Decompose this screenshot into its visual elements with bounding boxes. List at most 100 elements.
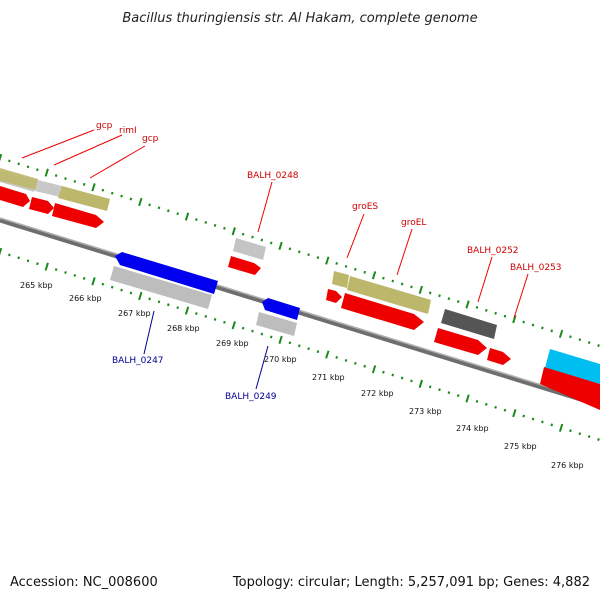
kbp-label: 266 kbp <box>69 294 102 303</box>
gene-label-BALH_0247: BALH_0247 <box>112 356 164 366</box>
kbp-label: 270 kbp <box>264 355 297 364</box>
minor-tick <box>428 291 432 295</box>
minor-tick <box>410 379 413 383</box>
major-tick <box>44 262 49 271</box>
minor-tick <box>64 177 67 180</box>
minor-tick <box>354 267 357 271</box>
gene-label-gcp: gcp <box>96 121 113 131</box>
major-tick <box>0 247 3 256</box>
minor-tick <box>587 341 591 345</box>
major-tick <box>91 183 96 192</box>
minor-tick <box>391 279 395 283</box>
minor-tick <box>503 314 507 318</box>
topology-text: Topology: circular; Length: 5,257,091 bp… <box>232 575 590 590</box>
genome-backbone-highlight <box>0 217 600 404</box>
minor-tick <box>354 361 357 365</box>
cds-arrow <box>487 348 511 365</box>
minor-tick <box>400 376 404 380</box>
major-tick <box>512 409 517 418</box>
gene-block-grey <box>110 266 212 309</box>
minor-tick <box>17 162 21 166</box>
major-tick <box>371 271 377 280</box>
minor-tick <box>195 218 198 221</box>
forward-features <box>0 168 600 410</box>
kbp-label: 267 kbp <box>118 309 151 318</box>
minor-tick <box>82 182 86 186</box>
minor-tick <box>522 414 526 418</box>
minor-tick <box>129 291 133 295</box>
minor-tick <box>316 256 320 260</box>
major-tick <box>465 300 470 309</box>
minor-tick <box>251 235 254 239</box>
gene-block-grey <box>256 312 297 336</box>
cds-arrow-reverse <box>262 298 300 320</box>
minor-tick <box>269 335 273 339</box>
cds-arrow <box>326 289 342 303</box>
cds-arrow <box>341 293 424 330</box>
minor-tick <box>550 423 554 427</box>
minor-tick <box>447 297 451 301</box>
minor-tick <box>363 270 367 274</box>
minor-tick <box>578 432 582 436</box>
minor-tick <box>36 262 39 266</box>
kbp-label: 276 kbp <box>551 461 584 470</box>
minor-tick <box>54 268 58 272</box>
minor-tick <box>204 221 208 224</box>
kbp-label: 274 kbp <box>456 424 489 433</box>
minor-tick <box>251 329 254 333</box>
minor-tick <box>484 402 488 406</box>
kbp-label: 271 kbp <box>312 373 345 382</box>
minor-tick <box>120 288 123 292</box>
minor-tick <box>176 212 179 216</box>
minor-tick <box>335 356 338 359</box>
major-tick <box>325 256 330 265</box>
minor-tick <box>17 256 21 260</box>
gene-block-olive <box>347 276 431 314</box>
minor-tick <box>307 347 310 351</box>
minor-tick <box>297 344 301 348</box>
minor-tick <box>307 253 310 257</box>
minor-tick <box>428 385 432 389</box>
minor-tick <box>475 399 479 403</box>
minor-tick <box>597 438 600 441</box>
minor-tick <box>64 271 67 274</box>
minor-tick <box>204 315 208 318</box>
minor-tick <box>335 262 338 265</box>
minor-tick <box>316 350 320 354</box>
minor-tick <box>26 259 30 263</box>
minor-tick <box>391 373 395 377</box>
kbp-label: 269 kbp <box>216 339 249 348</box>
minor-tick <box>36 168 39 172</box>
minor-tick <box>129 197 133 201</box>
minor-tick <box>241 232 245 236</box>
minor-tick <box>288 341 292 345</box>
minor-tick <box>456 300 460 304</box>
major-tick <box>44 168 49 177</box>
minor-tick <box>410 285 413 289</box>
minor-tick <box>447 391 451 395</box>
minor-tick <box>148 297 151 301</box>
major-tick <box>558 423 564 432</box>
minor-tick <box>363 364 367 368</box>
minor-tick <box>223 320 226 324</box>
minor-tick <box>54 174 58 178</box>
kbp-label: 273 kbp <box>409 407 442 416</box>
cds-arrow <box>434 328 487 355</box>
minor-tick <box>269 241 273 245</box>
gene-block-cyan <box>545 349 600 384</box>
major-tick <box>371 365 377 374</box>
minor-tick <box>167 303 170 307</box>
kbp-label: 268 kbp <box>167 324 200 333</box>
major-tick <box>465 394 470 403</box>
minor-tick <box>587 435 591 439</box>
minor-tick <box>176 306 179 310</box>
major-tick <box>0 153 3 162</box>
kbp-label: 275 kbp <box>504 442 537 451</box>
kbp-label: 265 kbp <box>20 281 53 290</box>
cds-arrow <box>52 203 104 228</box>
minor-tick <box>597 344 600 347</box>
outer-tick-row <box>0 153 600 347</box>
minor-tick <box>531 323 535 327</box>
minor-tick <box>260 332 264 336</box>
